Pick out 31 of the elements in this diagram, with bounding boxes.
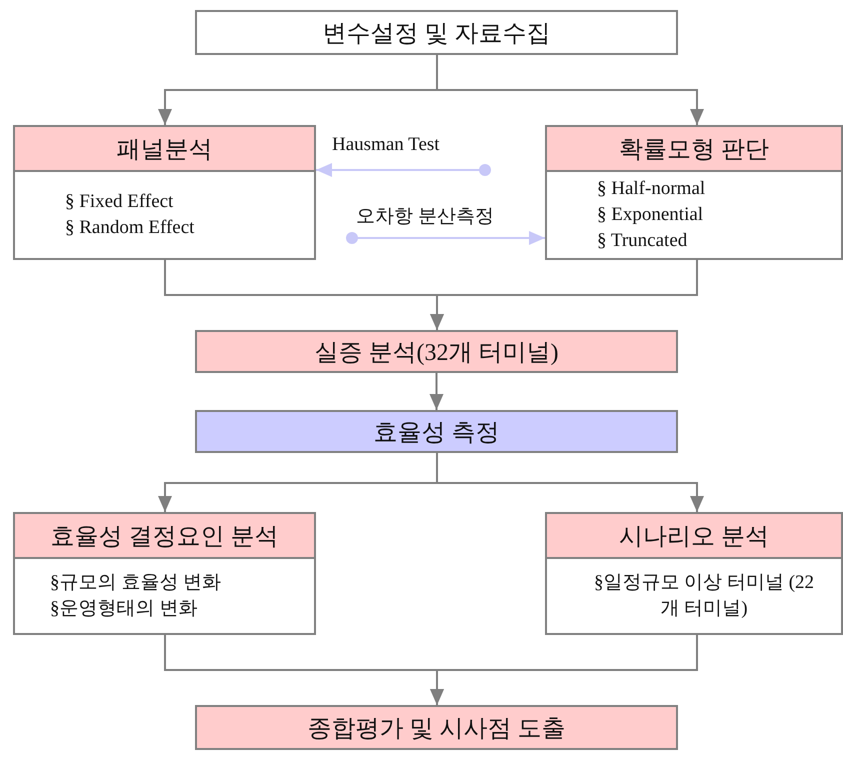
list-item: §규모의 효율성 변화	[50, 571, 221, 595]
panel-header: 확률모형 판단	[547, 127, 841, 172]
process-panel	[13, 512, 316, 635]
box-title: 효율성 측정	[372, 418, 500, 448]
panel-header: 시나리오 분석	[547, 514, 841, 559]
box-title: 변수설정 및 자료수집	[322, 20, 552, 48]
process-box	[195, 705, 678, 750]
list-item: §운영형태의 변화	[50, 597, 198, 621]
list-item: § Random Effect	[65, 216, 194, 240]
list-item: § Fixed Effect	[65, 190, 174, 214]
arrow	[436, 55, 704, 125]
process-panel	[545, 125, 843, 260]
process-box	[195, 410, 678, 453]
arrow	[346, 231, 545, 245]
list-item: §일정규모 이상 터미널 (22개 터미널)	[592, 571, 816, 621]
process-panel	[545, 512, 843, 635]
box-title: 종합평가 및 시사점 도출	[306, 714, 566, 744]
arrow	[430, 260, 698, 330]
panel-header: 효율성 결정요인 분석	[15, 514, 314, 559]
list-item: § Exponential	[597, 203, 704, 227]
arrow	[430, 635, 698, 705]
process-panel	[13, 125, 316, 260]
arrow	[436, 453, 704, 512]
process-box	[195, 10, 678, 55]
process-box	[195, 330, 678, 373]
panel-header: 패널분석	[15, 127, 314, 172]
list-item: § Truncated	[597, 229, 688, 253]
list-item: § Half-normal	[597, 177, 706, 201]
arrow	[430, 373, 444, 410]
arrow	[316, 163, 491, 177]
box-title: 실증 분석(32개 터미널)	[314, 338, 560, 368]
